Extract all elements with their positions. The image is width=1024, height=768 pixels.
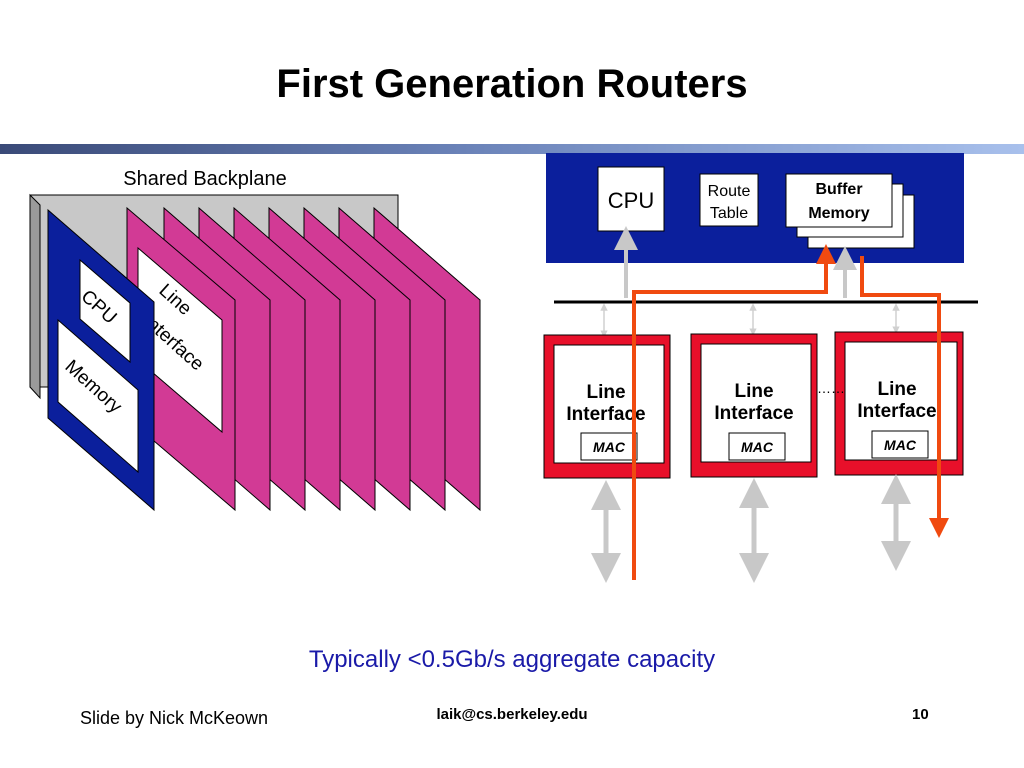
line-card-2-mac-label: MAC (741, 439, 774, 455)
route-table-line2: Table (710, 205, 748, 222)
footer-author: Slide by Nick McKeown (80, 708, 269, 728)
line-card-1-mac-label: MAC (593, 439, 626, 455)
packet-path-egress (860, 256, 949, 538)
line-card-2-label-line2: Interface (714, 403, 793, 424)
slide-title: First Generation Routers (276, 62, 748, 106)
cpu-label-right: CPU (608, 188, 654, 213)
buffer-memory-box (785, 173, 893, 228)
footer-email: laik@cs.berkeley.edu (436, 706, 588, 723)
line-card-1-label-line2: Interface (566, 404, 645, 425)
cpu-box-right (597, 166, 665, 232)
line-card-1-label-line1: Line (586, 382, 625, 403)
line-card-2: Line Interface MAC (690, 333, 818, 478)
line-card-1: Line Interface MAC (543, 334, 671, 479)
line-card-2-mac-box (728, 432, 786, 461)
line-card-3-label-line1: Line (877, 379, 916, 400)
capacity-caption: Typically <0.5Gb/s aggregate capacity (308, 646, 716, 673)
packet-path-ingress (632, 244, 836, 580)
buffer-memory-line1: Buffer (815, 181, 862, 198)
memory-box (57, 318, 139, 474)
title-divider (0, 144, 1024, 154)
buffer-memory-line2: Memory (808, 205, 869, 222)
cpu-box (79, 258, 131, 364)
router-architecture-diagram: CPU Route Table Buffer Memory Line Inter… (543, 153, 978, 583)
route-table-line1: Route (708, 183, 751, 200)
route-table-box (699, 173, 759, 227)
shared-backplane-label: Shared Backplane (123, 168, 286, 190)
line-card-1-mac-box (580, 432, 638, 461)
page-number: 10 (912, 706, 929, 723)
line-card-3-mac-label: MAC (884, 437, 917, 453)
shared-backplane-diagram: Shared Backplane Line Interface CPU Memo… (29, 168, 481, 512)
backplane-side (29, 193, 41, 400)
line-card-3-mac-box (871, 430, 929, 459)
line-card-3-label-line2: Interface (857, 401, 936, 422)
line-card-3: Line Interface MAC (834, 331, 964, 476)
line-card-2-label-line1: Line (734, 381, 773, 402)
more-cards-ellipsis: …… (817, 380, 845, 396)
